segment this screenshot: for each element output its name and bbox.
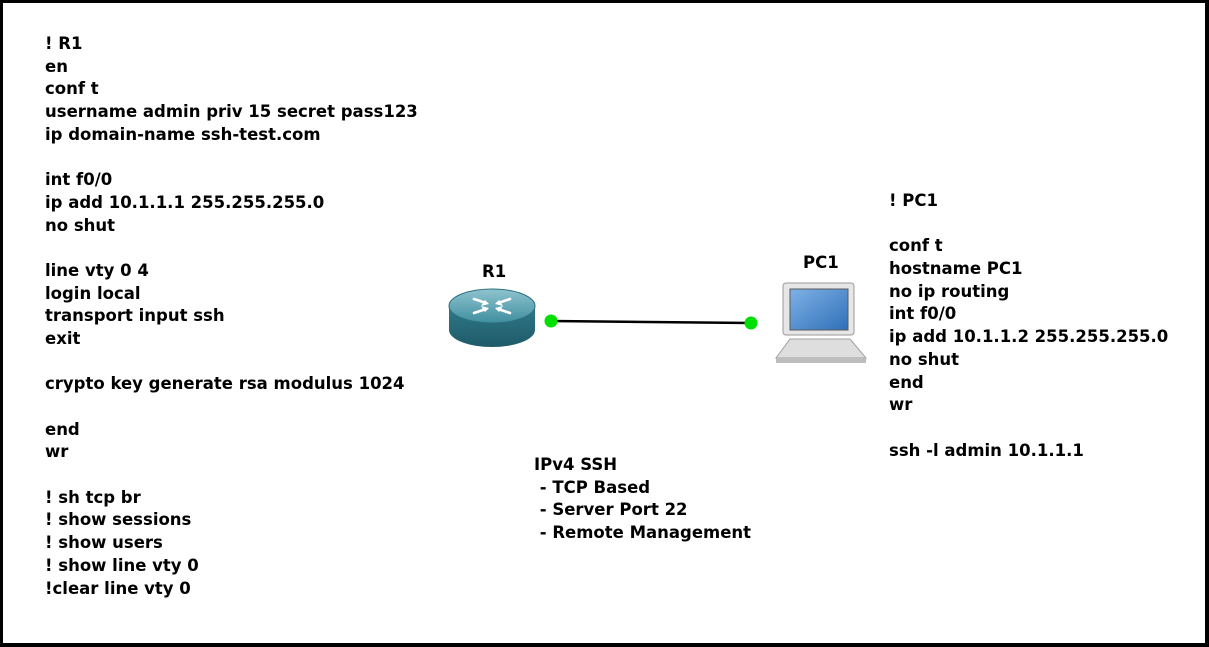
ssh-notes-line: IPv4 SSH [534, 455, 618, 474]
pc1-config-line: conf t [889, 236, 943, 256]
r1-config-text: ! R1 en conf t username admin priv 15 secre… [45, 33, 418, 600]
r1-config-line: int f0/0 [45, 170, 113, 190]
r1-config-line: ip add 10.1.1.1 255.255.255.0 [45, 192, 325, 212]
r1-config-line: ip domain-name ssh-test.com [45, 124, 321, 144]
r1-config-line [45, 464, 418, 487]
pc-icon[interactable] [775, 282, 868, 363]
r1-config-line [45, 146, 418, 169]
r1-config-line: no shut [45, 215, 116, 235]
router-icon[interactable] [448, 288, 536, 347]
r1-config-line: login local [45, 283, 141, 303]
pc1-config-line: no shut [889, 349, 960, 369]
pc1-config-line: no ip routing [889, 281, 1010, 301]
ssh-notes-line: - Remote Management [534, 523, 752, 543]
r1-config-line: ! sh tcp br [45, 487, 141, 507]
r1-config-line: line vty 0 4 [45, 260, 149, 280]
r1-config-line: en [45, 56, 68, 76]
r1-config-line: username admin priv 15 secret pass123 [45, 102, 418, 122]
pc1-config-line: ip add 10.1.1.2 255.255.255.0 [889, 327, 1169, 347]
pc1-config-line: hostname PC1 [889, 259, 1023, 279]
pc1-interface-status-dot [744, 316, 758, 330]
r1-config-line [45, 396, 418, 419]
pc1-config-line: int f0/0 [889, 304, 957, 324]
pc1-config-line: wr [889, 395, 913, 415]
r1-config-line: wr [45, 442, 69, 462]
pc1-config-line [889, 417, 1168, 440]
pc1-config-line [889, 213, 1168, 236]
pc1-config-line: end [889, 372, 924, 392]
r1-config-line [45, 237, 418, 260]
pc1-config-line: ! PC1 [889, 191, 938, 210]
r1-config-line: ! show line vty 0 [45, 555, 199, 575]
r1-config-line: exit [45, 328, 81, 348]
pc1-config-line: ssh -l admin 10.1.1.1 [889, 440, 1084, 460]
r1-config-line: ! show sessions [45, 510, 192, 530]
pc1-label: PC1 [803, 253, 839, 272]
r1-config-line [45, 351, 418, 374]
r1-config-line: transport input ssh [45, 306, 225, 326]
ssh-notes-line: - TCP Based [534, 477, 651, 497]
r1-config-line: ! show users [45, 533, 163, 553]
ssh-notes-text: IPv4 SSH - TCP Based - Server Port 22 - … [534, 454, 751, 545]
r1-config-line: !clear line vty 0 [45, 578, 191, 598]
link-r1-pc1 [550, 319, 752, 325]
r1-interface-status-dot [544, 314, 558, 328]
r1-config-line: conf t [45, 79, 99, 99]
r1-config-line: ! R1 [45, 34, 83, 53]
r1-config-line: crypto key generate rsa modulus 1024 [45, 374, 405, 394]
r1-config-line: end [45, 419, 80, 439]
r1-label: R1 [482, 262, 507, 281]
ssh-notes-line: - Server Port 22 [534, 500, 688, 520]
